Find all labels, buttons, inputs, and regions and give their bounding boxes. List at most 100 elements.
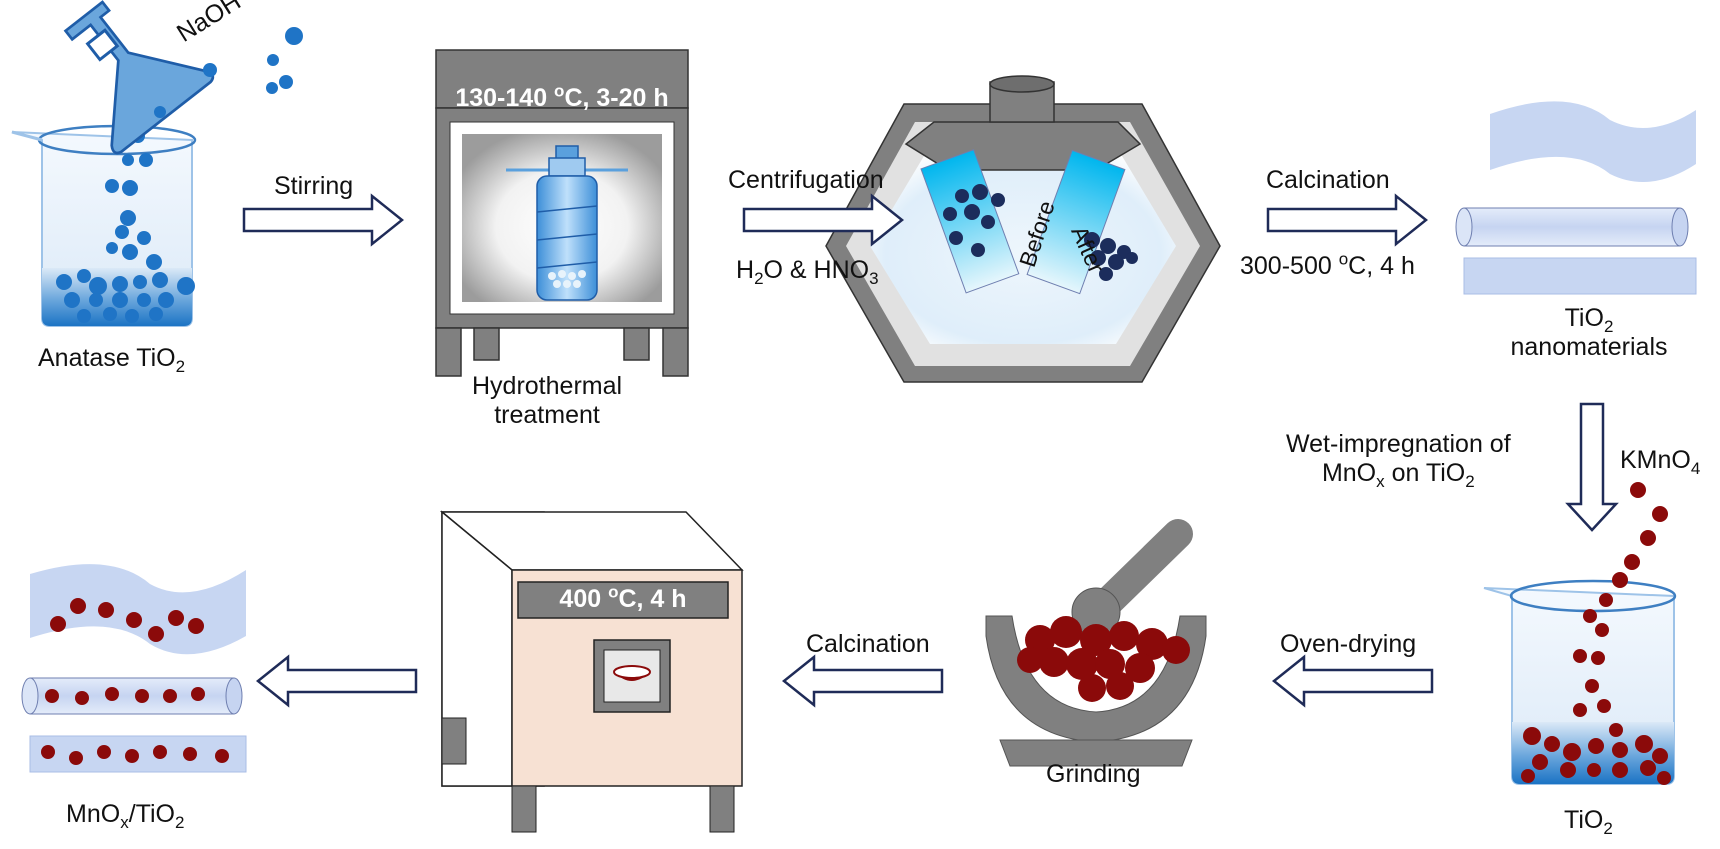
tio2-particle	[122, 244, 138, 260]
centrifuge-particle	[972, 184, 988, 200]
calcination-oven	[439, 510, 744, 833]
centrifuge-particle	[971, 243, 985, 257]
tio2-nanomaterials	[1455, 101, 1697, 295]
kmno4-particle	[1630, 482, 1646, 498]
tio2-particle	[112, 292, 128, 308]
tio2-particle	[77, 309, 91, 323]
arrow-calcination-2	[781, 654, 944, 708]
kmno4-particle	[1640, 530, 1656, 546]
product-particle	[98, 602, 114, 618]
naoh-flask	[63, 0, 215, 155]
kmno4-particle	[1652, 748, 1668, 764]
tio2-particle	[106, 242, 118, 254]
kmno4-particle	[1532, 754, 1548, 770]
naoh-droplet	[279, 75, 293, 89]
washing-label: H2O & HNO3	[736, 256, 879, 288]
kmno4-particle	[1591, 651, 1605, 665]
naoh-droplets	[154, 27, 303, 118]
ground-particle	[1066, 648, 1098, 680]
kmno4-particle	[1597, 699, 1611, 713]
tio2-particle	[133, 275, 147, 289]
tio2-particle	[137, 231, 151, 245]
product-particle	[70, 598, 86, 614]
kmno4-particle	[1560, 762, 1576, 778]
oven-drying-label: Oven-drying	[1280, 630, 1417, 658]
product-particle	[41, 745, 55, 759]
mnox-tio2-product	[21, 564, 247, 773]
ground-particle	[1017, 647, 1043, 673]
tio2-particle	[89, 293, 103, 307]
centrifuge	[825, 75, 1221, 383]
ground-particle	[1080, 624, 1112, 656]
kmno4-label: KMnO4	[1620, 446, 1701, 478]
product-particle	[75, 691, 89, 705]
kmno4-particle	[1612, 572, 1628, 588]
tio2-particle	[137, 293, 151, 307]
stirring-label: Stirring	[274, 172, 354, 200]
kmno4-particle	[1573, 649, 1587, 663]
centrifuge-particle	[943, 207, 957, 221]
product-particle	[97, 745, 111, 759]
oven-condition-label: 400 oC, 4 h	[559, 582, 687, 613]
ground-particle	[1162, 636, 1190, 664]
arrow-calcination-1	[1266, 193, 1429, 247]
kmno4-particle	[1595, 623, 1609, 637]
arrow-oven-drying	[1271, 654, 1434, 708]
centrifuge-particle	[1099, 267, 1113, 281]
tio2-particle	[112, 276, 128, 292]
ground-particle	[1109, 621, 1139, 651]
ground-particle	[1039, 647, 1069, 677]
naoh-droplet	[266, 82, 278, 94]
product-particle	[153, 745, 167, 759]
tio2-particle	[177, 277, 195, 295]
naoh-droplet	[154, 106, 166, 118]
product-particle	[148, 626, 164, 642]
centrifuge-particle	[964, 204, 980, 220]
ground-particle	[1050, 616, 1082, 648]
kmno4-particle	[1652, 506, 1668, 522]
centrifuge-particle	[991, 193, 1005, 207]
tio2-particle	[103, 307, 117, 321]
product-particle	[69, 751, 83, 765]
centrifuge-particle	[981, 215, 995, 229]
centrifuge-particle	[955, 189, 969, 203]
kmno4-particle	[1609, 723, 1623, 737]
tio2-particle	[115, 225, 129, 239]
kmno4-particle	[1640, 760, 1656, 776]
tio2-particle	[105, 179, 119, 193]
centrifuge-particle	[1100, 238, 1116, 254]
product-particle	[215, 749, 229, 763]
arrow-to-product	[255, 654, 418, 708]
kmno4-particle	[1635, 735, 1653, 753]
product-particle	[50, 616, 66, 632]
centrifugation-label: Centrifugation	[728, 166, 884, 194]
product-particle	[45, 689, 59, 703]
tio2-particle	[158, 292, 174, 308]
tio2-particle	[122, 154, 134, 166]
product-particle	[168, 610, 184, 626]
kmno4-particle	[1657, 771, 1671, 785]
arrow-centrifugation	[742, 193, 905, 247]
ground-particle	[1106, 672, 1134, 700]
tio2-particle	[56, 274, 72, 290]
tio2-particle	[64, 292, 80, 308]
mortar-pestle	[985, 519, 1207, 767]
kmno4-particle	[1544, 736, 1560, 752]
product-particle	[105, 687, 119, 701]
centrifuge-particle	[1084, 232, 1100, 248]
naoh-droplet	[203, 63, 217, 77]
kmno4-particle	[1612, 742, 1628, 758]
product-particle	[135, 689, 149, 703]
tio2-particle	[146, 254, 162, 270]
centrifuge-particle	[1090, 250, 1106, 266]
tio2-particle	[89, 277, 107, 295]
calcination-1-label: Calcination	[1266, 166, 1390, 194]
tio2-particle	[120, 210, 136, 226]
kmno4-particle	[1573, 703, 1587, 717]
kmno4-particle	[1587, 763, 1601, 777]
product-particle	[183, 747, 197, 761]
